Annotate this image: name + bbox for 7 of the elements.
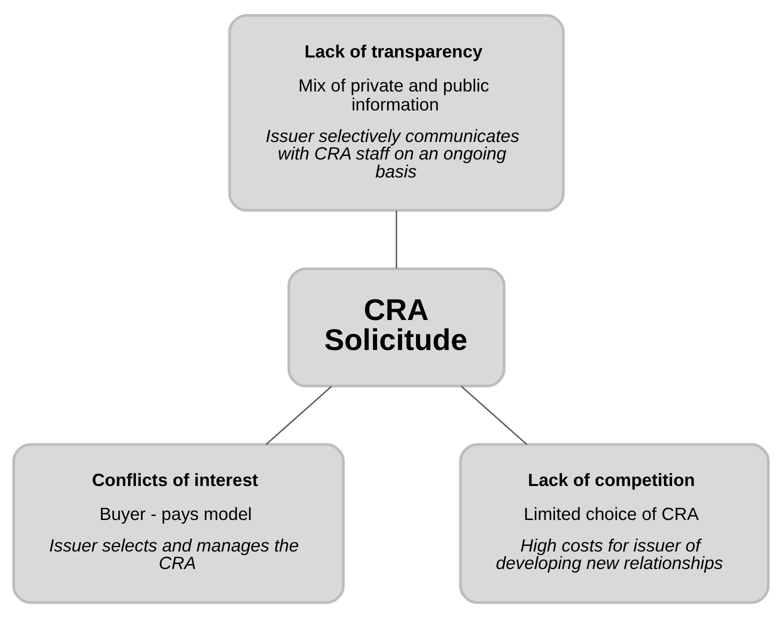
node-box: CRA Solicitude <box>287 266 506 387</box>
connector <box>396 210 398 268</box>
node-box: Lack of competition Limited choice of CRA High costs for issuer of developing new relationships <box>459 442 770 604</box>
node-box: Lack of transparency Mix of private and public information Issuer selectively communicates with CRA staff on an ongoing basis <box>228 14 565 212</box>
connector <box>266 385 332 444</box>
node-box: Conflicts of interest Buyer - pays model Issuer selects and manages the CRA <box>12 442 345 604</box>
connector <box>460 385 528 444</box>
